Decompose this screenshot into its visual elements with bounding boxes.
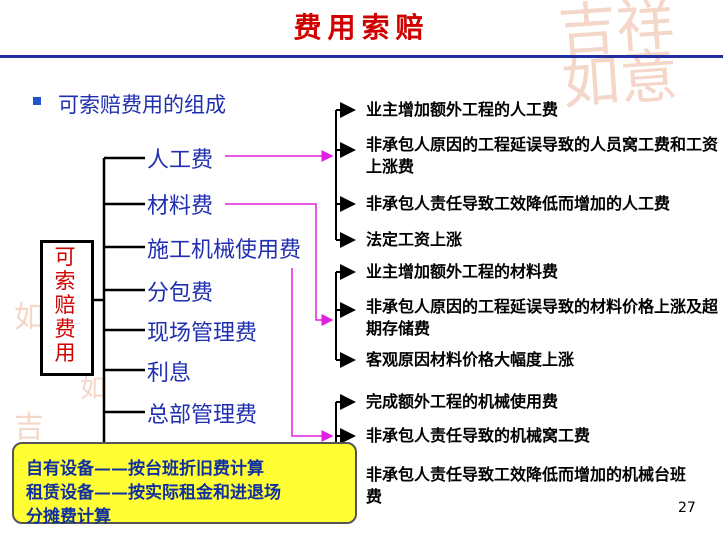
category-subcontract: 分包费: [147, 281, 214, 306]
callout-line-2: 租赁设备——按实际租金和进退场: [26, 483, 281, 503]
decorative-seal-left-1: 如: [14, 300, 44, 335]
labor-item-2: 非承包人原因的工程延误导致的人员窝工费和工资上涨费: [366, 135, 719, 176]
material-item-1: 业主增加额外工程的材料费: [366, 262, 559, 281]
category-machinery: 施工机械使用费: [147, 238, 302, 263]
decorative-seal-left-2: 吉: [14, 410, 44, 445]
callout-line-3: 分摊费计算: [26, 507, 111, 527]
root-node-box: [40, 240, 94, 376]
machinery-item-3: 非承包人责任导致工效降低而增加的机械台班费: [366, 465, 687, 506]
category-material: 材料费: [147, 194, 214, 219]
machinery-item-1: 完成额外工程的机械使用费: [366, 392, 559, 411]
category-head-office: 总部管理费: [147, 403, 258, 428]
category-site-management: 现场管理费: [147, 321, 258, 346]
root-node-label: 可索赔费用: [54, 245, 76, 365]
bullet-square-icon: [33, 97, 41, 105]
category-labor: 人工费: [147, 148, 214, 173]
material-item-3: 客观原因材料价格大幅度上涨: [366, 350, 575, 369]
title-divider: [0, 55, 723, 58]
labor-item-4: 法定工资上涨: [366, 230, 463, 249]
category-interest: 利息: [147, 361, 192, 386]
decorative-seal-mid: 如: [80, 374, 107, 404]
slide-subtitle: 可索赔费用的组成: [58, 93, 226, 117]
equipment-cost-callout: 自有设备——按台班折旧费计算 租赁设备——按实际租金和进退场 分摊费计算: [12, 442, 357, 527]
slide-title: 费用索赔: [293, 11, 430, 44]
material-item-2: 非承包人原因的工程延误导致的材料价格上涨及超期存储费: [366, 297, 719, 338]
labor-item-3: 非承包人责任导致工效降低而增加的人工费: [366, 194, 671, 213]
machinery-item-2: 非承包人责任导致的机械窝工费: [366, 426, 591, 445]
page-number: 27: [678, 500, 696, 516]
callout-line-1: 自有设备——按台班折旧费计算: [26, 459, 264, 479]
labor-item-1: 业主增加额外工程的人工费: [366, 100, 559, 119]
